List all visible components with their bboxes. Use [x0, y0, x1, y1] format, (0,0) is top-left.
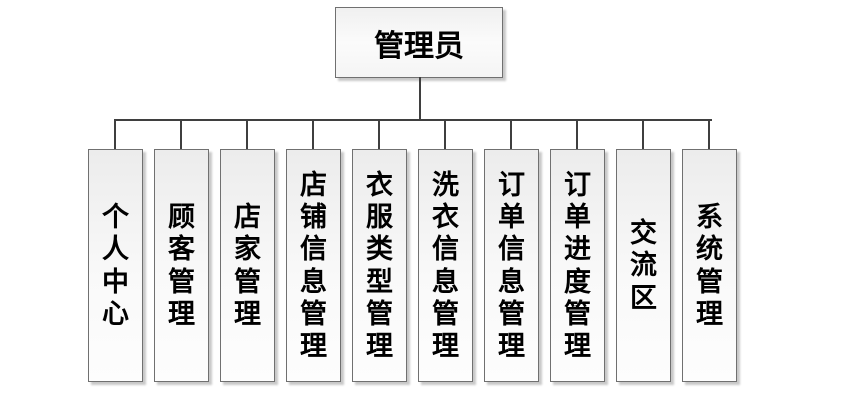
child-node-label: 洗衣信息管理: [432, 170, 459, 361]
child-node: 订单进度管理: [550, 149, 605, 382]
child-node: 订单信息管理: [484, 149, 539, 382]
child-connector-line: [576, 119, 578, 151]
child-node-group: 订单进度管理: [550, 119, 605, 384]
child-node-label: 店家管理: [234, 202, 261, 329]
child-node-label: 衣服类型管理: [366, 170, 393, 361]
child-node-label: 顾客管理: [168, 202, 195, 329]
child-node: 顾客管理: [154, 149, 209, 382]
child-connector-line: [444, 119, 446, 151]
root-node: 管理员: [335, 7, 503, 78]
child-node-label: 交流区: [630, 218, 657, 313]
child-node: 交流区: [616, 149, 671, 382]
child-node-group: 系统管理: [682, 119, 737, 384]
child-connector-line: [378, 119, 380, 151]
child-connector-line: [510, 119, 512, 151]
child-connector-line: [114, 119, 116, 151]
child-node-group: 个人中心: [88, 119, 143, 384]
child-connector-line: [180, 119, 182, 151]
child-node-group: 交流区: [616, 119, 671, 384]
child-node: 衣服类型管理: [352, 149, 407, 382]
child-node: 店家管理: [220, 149, 275, 382]
child-node-label: 个人中心: [102, 202, 129, 329]
child-node-group: 店铺信息管理: [286, 119, 341, 384]
child-node-group: 订单信息管理: [484, 119, 539, 384]
child-node-group: 洗衣信息管理: [418, 119, 473, 384]
root-node-label: 管理员: [374, 29, 464, 63]
child-node: 洗衣信息管理: [418, 149, 473, 382]
root-connector-line: [419, 77, 421, 120]
child-node-label: 店铺信息管理: [300, 170, 327, 361]
child-node-group: 顾客管理: [154, 119, 209, 384]
child-connector-line: [312, 119, 314, 151]
child-node: 店铺信息管理: [286, 149, 341, 382]
child-node-label: 订单信息管理: [498, 170, 525, 361]
child-connector-line: [246, 119, 248, 151]
child-node-group: 衣服类型管理: [352, 119, 407, 384]
child-connector-line: [642, 119, 644, 151]
child-node-group: 店家管理: [220, 119, 275, 384]
child-node: 个人中心: [88, 149, 143, 382]
child-node-label: 系统管理: [696, 202, 723, 329]
child-node: 系统管理: [682, 149, 737, 382]
child-node-label: 订单进度管理: [564, 170, 591, 361]
trunk-connector-line: [115, 119, 712, 121]
child-connector-line: [708, 119, 710, 151]
